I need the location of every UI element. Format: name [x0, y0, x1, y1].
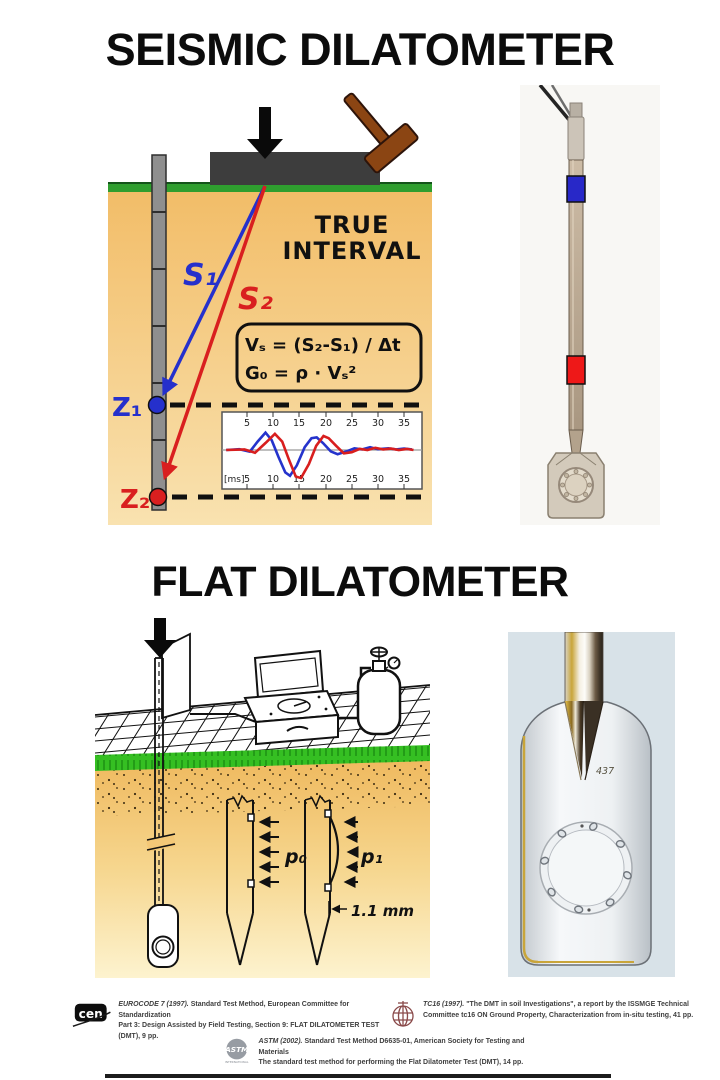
svg-text:10: 10: [267, 418, 279, 429]
z1-label: Z₁: [112, 393, 142, 423]
blade-membrane: [539, 821, 633, 915]
formula-vs: Vₛ = (S₂-S₁) / Δt: [245, 335, 401, 356]
soil-speckles: [95, 761, 430, 816]
blade-shaft: [564, 632, 604, 703]
svg-text:30: 30: [372, 474, 384, 485]
reference-name: EUROCODE 7 (1997).: [118, 1001, 189, 1008]
svg-text:5: 5: [244, 474, 250, 485]
seismic-probe-photo: [520, 85, 660, 525]
reference-line2: Part 3: Design Assisted by Field Testing…: [118, 1022, 380, 1040]
astm-logo: ASTM INTERNATIONAL: [224, 1038, 249, 1064]
seismogram-ticks-top: 5 10 15 20 25 30 35: [244, 418, 410, 429]
svg-text:15: 15: [293, 418, 305, 429]
z2-label: Z₂: [120, 485, 150, 515]
s1-label: S₁: [183, 258, 218, 293]
reference-line1: "The DMT in soil Investigations", a repo…: [466, 1001, 689, 1008]
slide-footer-line: [105, 1074, 611, 1078]
seismic-title: SEISMIC DILATOMETER: [105, 24, 615, 75]
seismogram-trace-z2: [226, 431, 414, 480]
cen-logo: cen: [72, 1003, 111, 1027]
svg-text:30: 30: [372, 418, 384, 429]
control-box: [243, 649, 340, 746]
reference-astm: ASTM INTERNATIONAL ASTM (2002). Standard…: [222, 1037, 552, 1069]
reference-tc16-text: TC16 (1997). "The DMT in soil Investigat…: [423, 1000, 693, 1021]
s2-label: S₂: [238, 282, 273, 317]
svg-text:INTERNATIONAL: INTERNATIONAL: [225, 1060, 249, 1064]
svg-text:20: 20: [320, 474, 332, 485]
probe-taper: [568, 429, 584, 454]
dmt-blade: [147, 904, 179, 968]
probe-blue-marker: [566, 175, 586, 203]
reference-name: TC16 (1997).: [423, 1001, 465, 1008]
flat-dilatometer-drawing: p₀ p₁ 1.1 mm: [95, 618, 430, 978]
reference-line2: Committee tc16 ON Ground Property, Chara…: [423, 1011, 694, 1019]
reference-cen-text: EUROCODE 7 (1997). Standard Test Method,…: [118, 1000, 402, 1042]
z1-marker-dot: [147, 395, 167, 415]
gas-tank-icon: [356, 646, 402, 736]
svg-text:35: 35: [398, 474, 410, 485]
ground-surface: [108, 183, 432, 192]
flat-title: FLAT DILATOMETER: [151, 558, 569, 606]
blade-p0: [226, 794, 279, 966]
grass-strip: [95, 745, 430, 771]
formula-box: Vₛ = (S₂-S₁) / Δt G₀ = ρ · Vₛ²: [235, 322, 423, 393]
reaction-plate: [161, 632, 191, 720]
svg-text:5: 5: [244, 418, 250, 429]
seismogram-inset: 5 10 15 20 25 30 35 5 10 15 20 25 30 35 …: [221, 411, 423, 490]
svg-text:ASTM: ASTM: [224, 1045, 249, 1054]
reference-tc16: TC16 (1997). "The DMT in soil Investigat…: [390, 1000, 720, 1028]
push-arrow-icon: [144, 618, 176, 658]
probe-blade: [547, 452, 605, 519]
reference-name: ASTM (2002).: [258, 1038, 303, 1045]
true-interval-label-2: INTERVAL: [282, 237, 421, 265]
probe-red-marker: [566, 355, 586, 385]
reference-astm-text: ASTM (2002). Standard Test Method D6635-…: [259, 1037, 552, 1069]
reference-line2: The standard test method for performing …: [258, 1059, 524, 1066]
svg-text:15: 15: [293, 474, 305, 485]
drill-rod: [151, 154, 167, 511]
probe-connector: [567, 116, 585, 161]
true-interval-label: TRUE: [315, 211, 390, 239]
svg-text:25: 25: [346, 418, 358, 429]
source-block: [210, 152, 380, 185]
seismic-diagram-panel: S₁ S₂ Z₁ Z₂ TRUE INTERVAL Vₛ = (S₂-S₁) /…: [108, 92, 432, 525]
formula-g0: G₀ = ρ · Vₛ²: [245, 363, 356, 384]
reference-cen: cen EUROCODE 7 (1997). Standard Test Met…: [72, 1000, 402, 1042]
blade-number: 437: [596, 766, 614, 777]
blade-cone: [564, 701, 604, 781]
impact-arrow-icon: [247, 107, 283, 159]
issmge-logo: [392, 1001, 414, 1027]
dmt-rod: [146, 657, 176, 905]
reference-line1: Standard Test Method, European Committee…: [118, 1001, 350, 1019]
svg-text:cen: cen: [79, 1007, 103, 1021]
expanded-membrane: [329, 816, 340, 885]
svg-text:10: 10: [267, 474, 279, 485]
reference-line1: Standard Test Method D6635-01, American …: [258, 1038, 525, 1056]
flat-blade-photo: 437: [508, 632, 675, 977]
p0-label: p₀: [284, 846, 307, 868]
svg-text:25: 25: [346, 474, 358, 485]
hammer-icon: [343, 92, 419, 174]
svg-text:20: 20: [320, 418, 332, 429]
z2-marker-dot: [148, 487, 168, 507]
s2-ray: [161, 185, 267, 481]
membrane-expansion-label: 1.1 mm: [351, 902, 414, 920]
seismogram-ticks-bottom: 5 10 15 20 25 30 35: [244, 474, 410, 485]
blade-p1: [304, 794, 359, 966]
seismogram-unit-label: [ms]: [224, 475, 244, 485]
p1-label: p₁: [360, 846, 383, 868]
svg-text:35: 35: [398, 418, 410, 429]
s1-ray: [162, 185, 267, 397]
tubing-left: [190, 713, 257, 723]
